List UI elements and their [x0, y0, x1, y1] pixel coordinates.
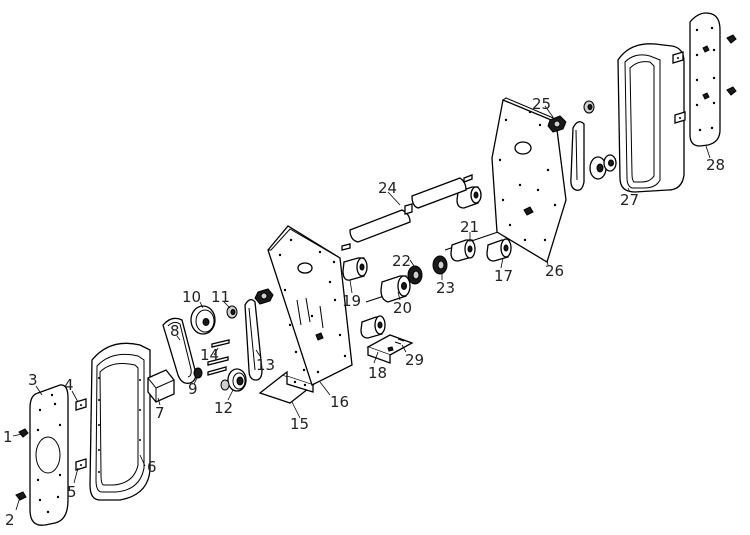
- shafts-14: [207, 339, 230, 376]
- roller-upper: [456, 186, 482, 209]
- label-2: 2: [5, 511, 15, 529]
- label-1: 1: [3, 428, 13, 446]
- label-18: 18: [368, 364, 387, 382]
- large-pulley-10: [190, 305, 216, 335]
- wing-nut-1: [18, 428, 29, 438]
- label-26: 26: [545, 262, 564, 280]
- label-5: 5: [67, 483, 77, 501]
- left-housing: [89, 342, 151, 501]
- label-6: 6: [147, 458, 157, 476]
- label-14: 14: [200, 346, 219, 364]
- label-21: 21: [460, 218, 479, 236]
- long-roller-24: [341, 174, 473, 251]
- label-22: 22: [392, 252, 411, 270]
- label-10: 10: [182, 288, 201, 306]
- label-4: 4: [64, 376, 74, 394]
- roller-17: [486, 238, 512, 262]
- spacer-block-4: [75, 398, 87, 411]
- label-27: 27: [620, 191, 639, 209]
- nut-9: [193, 367, 203, 379]
- label-29: 29: [405, 351, 424, 369]
- label-19: 19: [342, 292, 361, 310]
- nut-11: [226, 305, 238, 319]
- right-center-plate-26: [491, 97, 567, 263]
- center-plate-16: [267, 225, 353, 386]
- label-7: 7: [155, 404, 165, 422]
- small-pulley-12: [220, 368, 247, 392]
- label-24: 24: [378, 179, 397, 197]
- bracket-29: [366, 334, 414, 364]
- drive-belt-right: [570, 121, 585, 191]
- right-cover-plate-28: [689, 12, 721, 147]
- label-23: 23: [436, 279, 455, 297]
- drive-belt-8: [162, 317, 197, 384]
- label-15: 15: [290, 415, 309, 433]
- roller-20: [365, 275, 411, 303]
- label-20: 20: [393, 299, 412, 317]
- label-8: 8: [170, 322, 180, 340]
- label-3: 3: [28, 371, 38, 389]
- callout-labels: 1 2 3 4 5 6 7 8 9 10 11 12 13 14 15 16 1…: [3, 95, 725, 529]
- spacer-block-right-bottom: [674, 111, 686, 124]
- left-cover-plate: [29, 384, 69, 526]
- label-13: 13: [256, 356, 275, 374]
- gear-23: [432, 255, 448, 275]
- label-16: 16: [330, 393, 349, 411]
- wing-nut-right-top: [726, 34, 737, 44]
- bearing-19: [342, 257, 368, 281]
- right-housing-27: [617, 43, 685, 193]
- spacer-block-right-top: [672, 51, 684, 64]
- bearing-block-left: [254, 288, 274, 305]
- leader-lines: [12, 105, 711, 511]
- roller-21: [444, 231, 499, 262]
- spacer-block-5: [75, 458, 87, 471]
- motor: [147, 369, 175, 403]
- pulley-right: [589, 154, 617, 180]
- label-17: 17: [494, 267, 513, 285]
- wing-nut-right-bottom: [726, 86, 737, 96]
- label-11: 11: [211, 288, 230, 306]
- label-9: 9: [188, 380, 198, 398]
- roller-18: [360, 315, 386, 339]
- label-12: 12: [214, 399, 233, 417]
- nut-right-top: [583, 100, 595, 114]
- bracket-15: [258, 370, 315, 404]
- drive-belt-13: [244, 298, 263, 381]
- label-25: 25: [532, 95, 551, 113]
- gear-22: [407, 265, 423, 285]
- wing-nut-2: [15, 491, 27, 501]
- label-28: 28: [706, 156, 725, 174]
- bearing-block-25: [547, 115, 567, 133]
